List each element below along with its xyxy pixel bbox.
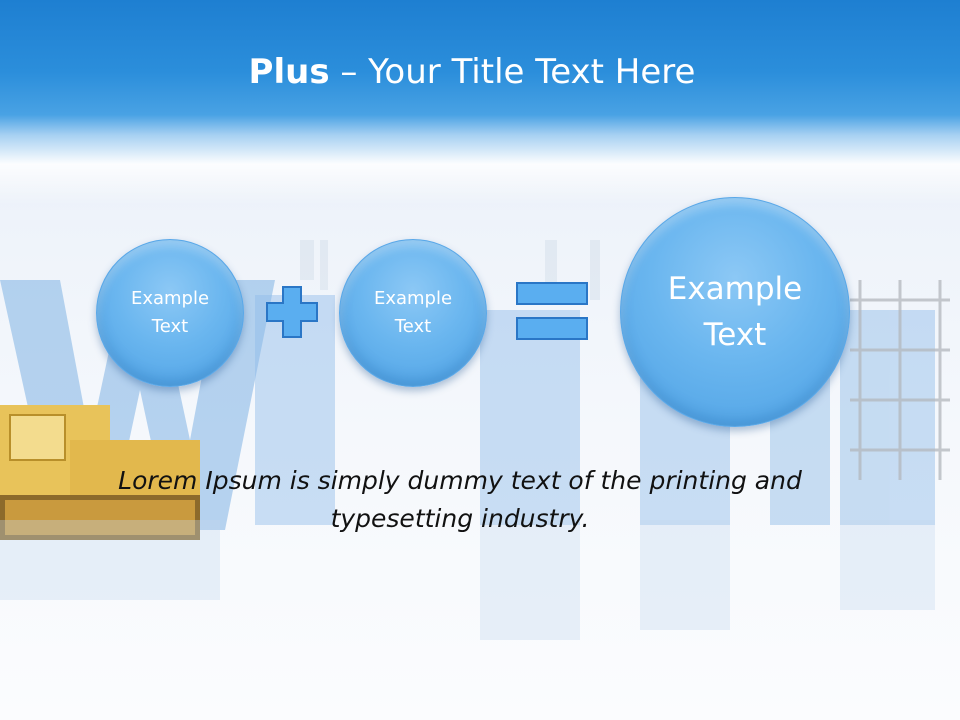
title-bold: Plus (248, 52, 330, 92)
website-construction-illustration (0, 240, 950, 540)
body-text: Lorem Ipsum is simply dummy text of the … (118, 466, 802, 533)
floor-reflection (0, 520, 935, 640)
title-rest: – Your Title Text Here (329, 52, 696, 92)
slide-title: Plus – Your Title Text Here (0, 52, 944, 92)
equals-icon (516, 282, 588, 340)
circle-left-label: Example Text (130, 288, 210, 337)
circle-left: Example Text (96, 239, 244, 387)
circle-result-label: Example Text (667, 271, 803, 353)
header-band (0, 0, 960, 205)
circle-middle-label: Example Text (373, 288, 453, 337)
circle-result: Example Text (620, 197, 850, 427)
plus-icon (266, 286, 318, 338)
circle-middle: Example Text (339, 239, 487, 387)
